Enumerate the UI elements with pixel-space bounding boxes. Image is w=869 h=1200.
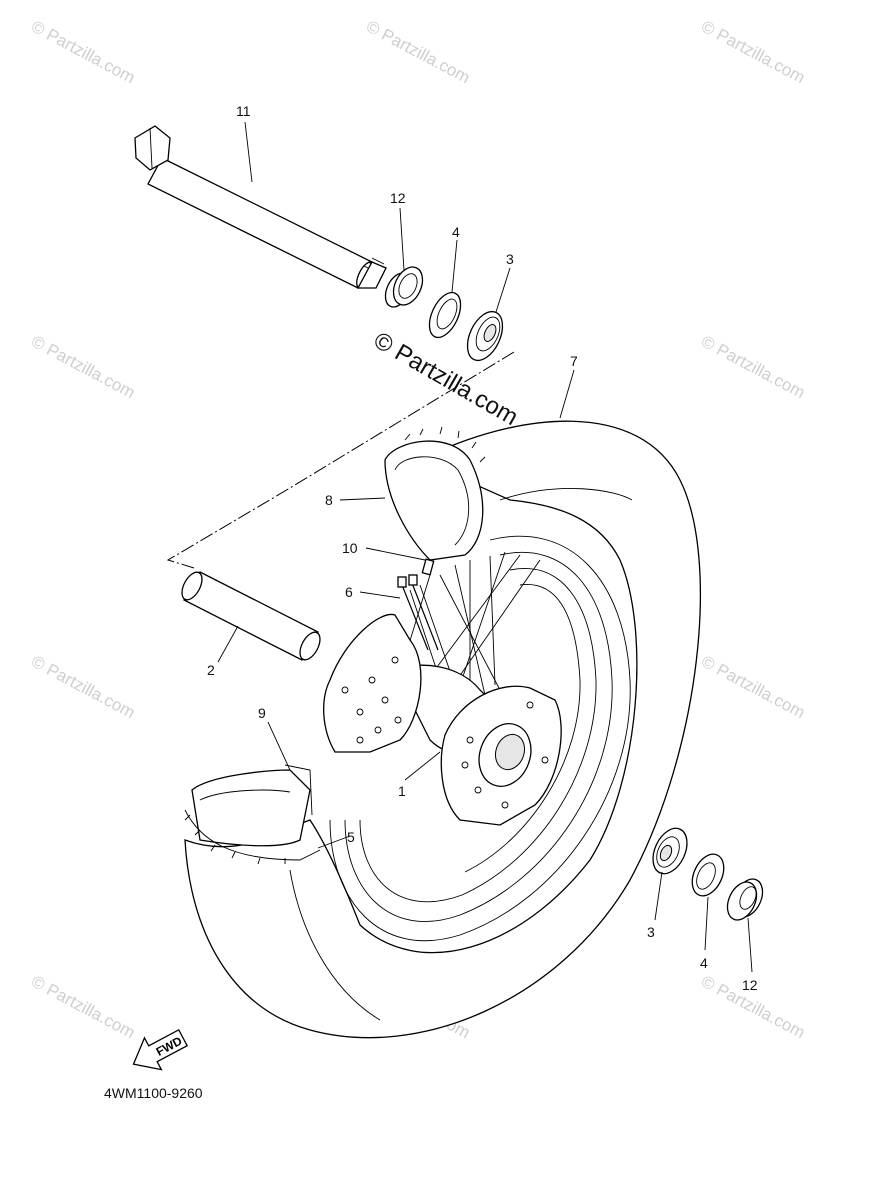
callout-11: 11 — [236, 103, 251, 119]
watermark-text: © Partzilla.com — [28, 972, 138, 1043]
bearing-part-3-top — [466, 310, 504, 362]
center-watermark: © Partzilla.com — [369, 327, 523, 431]
callout-6: 6 — [345, 584, 353, 600]
callout-4-top: 4 — [452, 224, 460, 240]
tube-part-9 — [191, 764, 313, 847]
watermark-text: © Partzilla.com — [698, 17, 808, 88]
watermark-text: © Partzilla.com — [363, 17, 473, 88]
hub-part-1 — [323, 613, 562, 826]
callout-4-bottom: 4 — [700, 955, 708, 971]
callout-12-top: 12 — [390, 190, 406, 206]
tire-part-7 — [184, 420, 702, 1039]
callout-3-top: 3 — [506, 251, 514, 267]
oil-seal-part-4-bottom — [691, 853, 725, 897]
callout-7: 7 — [570, 353, 578, 369]
watermark-text: © Partzilla.com — [28, 17, 138, 88]
callout-5: 5 — [347, 829, 355, 845]
diagram-code: 4WM1100-9260 — [104, 1085, 203, 1101]
fwd-arrow: FWD — [132, 1028, 189, 1071]
bearing-part-3-bottom — [652, 827, 688, 875]
collar-part-12-bottom — [726, 878, 764, 921]
oil-seal-part-4-top — [428, 291, 462, 339]
watermark-text: © Partzilla.com — [28, 652, 138, 723]
spacer-part-2 — [181, 571, 321, 661]
spoke-nipple-part-10 — [421, 558, 435, 576]
callout-8: 8 — [325, 492, 333, 508]
collar-part-12-top — [384, 266, 424, 308]
callout-9: 9 — [258, 705, 266, 721]
callout-2: 2 — [207, 662, 215, 678]
center-watermark-text: © Partzilla.com — [369, 327, 523, 431]
callout-12-bottom: 12 — [742, 977, 758, 993]
spoke-part-6 — [397, 574, 439, 651]
callout-10: 10 — [342, 540, 358, 556]
watermark-text: © Partzilla.com — [28, 332, 138, 403]
alignment-lines — [166, 351, 515, 569]
watermark-text: © Partzilla.com — [698, 652, 808, 723]
rim-band-part-5 — [184, 809, 321, 865]
wheel-rim — [329, 535, 631, 941]
leader-lines — [217, 121, 753, 973]
callout-3-bottom: 3 — [647, 924, 655, 940]
axle-part-11 — [134, 125, 387, 289]
callout-labels: 11 12 4 3 7 8 10 6 2 9 1 5 3 4 12 — [207, 103, 758, 993]
watermark-text: © Partzilla.com — [698, 332, 808, 403]
rim-band-part-8 — [384, 426, 486, 561]
callout-1: 1 — [398, 783, 406, 799]
